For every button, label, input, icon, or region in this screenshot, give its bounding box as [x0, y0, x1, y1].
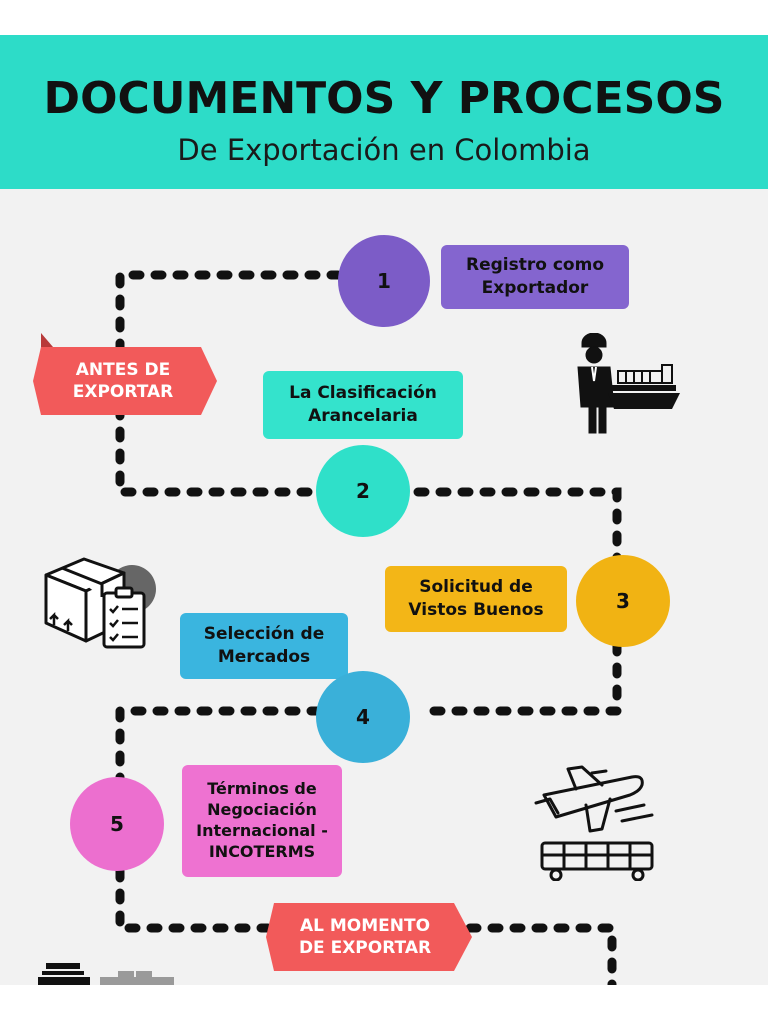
step-2-circle: 2	[316, 445, 410, 537]
page-title: DOCUMENTOS Y PROCESOS	[43, 73, 725, 124]
path-segment-5	[465, 923, 617, 985]
box-checklist-icon	[44, 557, 156, 649]
exporter-ship-icon	[577, 333, 680, 434]
step-5-label: Términos de Negociación Internacional - …	[182, 765, 342, 877]
path-segment-3	[115, 706, 323, 792]
containers-icon	[100, 971, 174, 985]
phase-tag-before-shape	[33, 333, 217, 415]
cargo-ship-icon	[38, 963, 90, 985]
path-segment-4	[115, 866, 275, 933]
step-3-label: Solicitud de Vistos Buenos	[385, 566, 567, 632]
page-subtitle: De Exportación en Colombia	[177, 133, 591, 167]
step-4-circle: 4	[316, 671, 410, 763]
step-1-label: Registro como Exportador	[441, 245, 629, 309]
phase-tag-during-shape	[266, 903, 472, 971]
phase-tag-during: AL MOMENTO DE EXPORTAR	[298, 915, 432, 958]
infographic-canvas: DOCUMENTOS Y PROCESOS De Exportación en …	[0, 35, 768, 985]
header-banner: DOCUMENTOS Y PROCESOS De Exportación en …	[0, 35, 768, 189]
step-4-label: Selección de Mercados	[180, 613, 348, 679]
airplane-cargo-icon	[534, 765, 654, 881]
step-5-circle: 5	[70, 777, 164, 871]
step-2-label: La Clasificación Arancelaria	[263, 371, 463, 439]
step-1-circle: 1	[338, 235, 430, 327]
phase-tag-before: ANTES DE EXPORTAR	[72, 359, 174, 402]
step-3-circle: 3	[576, 555, 670, 647]
